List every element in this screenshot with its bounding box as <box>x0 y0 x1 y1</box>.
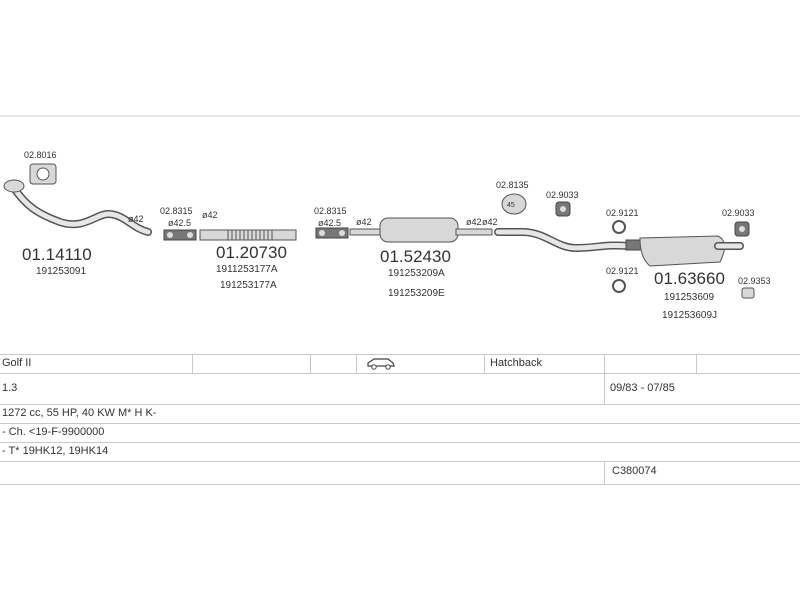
flex-pipe-part <box>199 229 297 241</box>
front-pipe-ref: 191253091 <box>36 266 86 277</box>
middle-clamp-diameter: ø42.5 <box>318 218 341 228</box>
vehicle-body: Hatchback <box>490 357 542 369</box>
accessory-label-3: 02.9033 <box>546 190 579 200</box>
vehicle-type: - T* 19HK12, 19HK14 <box>2 445 109 457</box>
flex-clamp-label: 02.8315 <box>160 206 193 216</box>
catalog-code: C380074 <box>612 465 657 477</box>
vehicle-info-table: Golf II Hatchback 1.3 09/83 - 07/85 1272… <box>0 354 800 485</box>
middle-silencer-ref-2: 191253209E <box>388 288 445 299</box>
vehicle-row-chassis: - Ch. <19-F-9900000 <box>0 423 800 442</box>
rear-silencer-diameter: ø42 <box>482 217 498 227</box>
clamp-ring-icon: 45 <box>501 193 527 215</box>
accessory-label-4: 02.9121 <box>606 208 639 218</box>
rear-silencer-ref-2: 191253609J <box>662 310 717 321</box>
gasket-icon <box>29 163 57 185</box>
rubber-mount-icon <box>555 201 571 217</box>
vehicle-engine: 1.3 <box>2 382 18 394</box>
vehicle-years: 09/83 - 07/85 <box>610 382 675 394</box>
front-pipe-number: 01.14110 <box>22 245 92 264</box>
middle-clamp-icon <box>315 227 349 239</box>
rear-silencer-number: 01.63660 <box>654 269 725 288</box>
accessory-label-2: 02.8135 <box>496 180 529 190</box>
middle-silencer-ref-1: 191253209A <box>388 268 445 279</box>
flex-pipe-ref-2: 191253177A <box>220 280 277 291</box>
middle-silencer-diameter-right: ø42 <box>466 217 482 227</box>
rear-silencer-ref-1: 191253609 <box>664 292 714 303</box>
accessory-label-6: 02.9121 <box>606 266 639 276</box>
vehicle-row-code: C380074 <box>0 461 800 485</box>
vehicle-chassis: - Ch. <19-F-9900000 <box>2 426 105 438</box>
vehicle-row-type: - T* 19HK12, 19HK14 <box>0 442 800 461</box>
car-icon <box>366 356 396 373</box>
vehicle-row-spec: 1272 cc, 55 HP, 40 KW M* H K- <box>0 404 800 423</box>
flex-pipe-diameter: ø42 <box>202 210 218 220</box>
hanger-ring-icon <box>612 220 626 234</box>
rear-silencer-part <box>494 228 744 267</box>
flex-clamp-icon <box>163 229 197 241</box>
flex-pipe-number: 01.20730 <box>216 243 287 262</box>
vehicle-row-engine: 1.3 09/83 - 07/85 <box>0 373 800 404</box>
vehicle-model: Golf II <box>2 357 32 369</box>
front-pipe-part <box>3 179 152 236</box>
flex-pipe-ref-1: 1911253177A <box>216 264 278 275</box>
middle-silencer-diameter-left: ø42 <box>356 217 372 227</box>
flex-clamp-diameter: ø42.5 <box>168 218 191 228</box>
accessory-label-5: 02.9033 <box>722 208 755 218</box>
middle-silencer-part <box>349 217 493 243</box>
exhaust-system-diagram: 02.8016 ø42 01.14110 191253091 02.8315 ø… <box>0 115 800 321</box>
accessory-label-1: 02.8016 <box>24 150 57 160</box>
middle-clamp-label: 02.8315 <box>314 206 347 216</box>
vehicle-spec: 1272 cc, 55 HP, 40 KW M* H K- <box>2 407 157 419</box>
svg-text:45: 45 <box>507 202 515 209</box>
front-pipe-diameter: ø42 <box>128 214 144 224</box>
rear-mount-icon <box>734 221 750 237</box>
middle-silencer-number: 01.52430 <box>380 247 451 266</box>
lower-hanger-ring-icon <box>612 279 626 293</box>
tail-clamp-icon <box>741 287 755 299</box>
vehicle-row-model: Golf II Hatchback <box>0 354 800 373</box>
accessory-label-7: 02.9353 <box>738 276 771 286</box>
